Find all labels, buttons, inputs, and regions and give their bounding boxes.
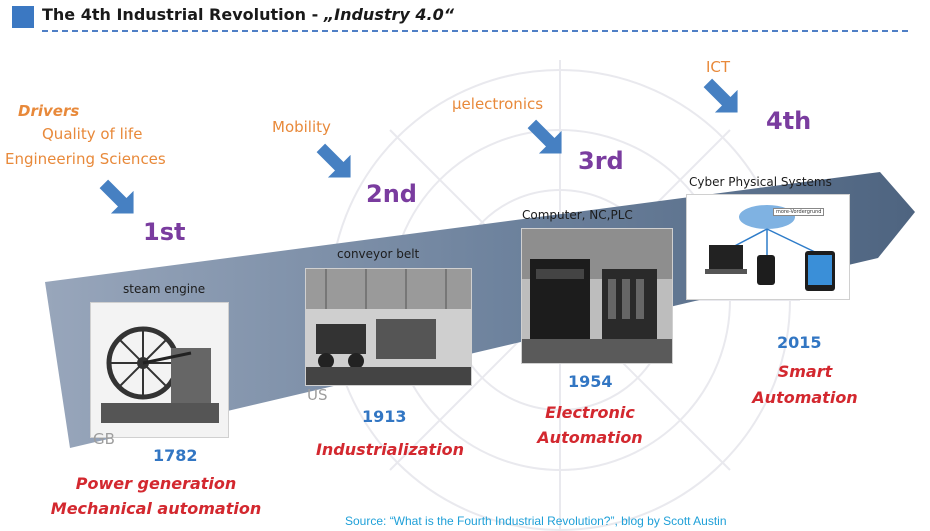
driver-microelectronics: µelectronics — [452, 95, 544, 113]
driver-line-1: Quality of life — [42, 125, 143, 143]
label-automation-4: Automation — [752, 388, 858, 407]
label-power-generation: Power generation — [75, 474, 237, 493]
ordinal-3rd: 3rd — [578, 147, 624, 175]
label-electronic: Electronic — [545, 403, 635, 422]
driver-arrow-1-icon — [99, 179, 134, 214]
caption-conveyor-belt: conveyor belt — [337, 247, 420, 261]
year-1782: 1782 — [153, 446, 198, 465]
cloud-label: more-Vordergrund — [773, 208, 825, 216]
header-divider — [42, 30, 908, 32]
driver-line-2: Engineering Sciences — [5, 150, 166, 168]
header-square-icon — [12, 6, 34, 28]
ordinal-1st: 1st — [143, 218, 186, 246]
year-1913: 1913 — [362, 407, 407, 426]
region-us: US — [307, 386, 328, 404]
driver-ict: ICT — [706, 58, 731, 76]
ordinal-2nd: 2nd — [366, 180, 417, 208]
conveyor-belt-image — [305, 268, 472, 386]
caption-computer-nc-plc: Computer, NC,PLC — [522, 208, 633, 222]
driver-arrow-3-icon — [527, 119, 562, 154]
driver-mobility: Mobility — [272, 118, 331, 136]
label-mechanical-automation: Mechanical automation — [50, 499, 262, 518]
label-automation-3: Automation — [537, 428, 643, 447]
driver-arrow-4-icon — [703, 78, 738, 113]
caption-steam-engine: steam engine — [123, 282, 206, 296]
region-gb: GB — [93, 430, 115, 448]
drivers-heading: Drivers — [18, 102, 80, 120]
label-industrialization: Industrialization — [315, 440, 465, 459]
computer-image — [521, 228, 673, 364]
year-2015: 2015 — [777, 333, 822, 352]
year-1954: 1954 — [568, 372, 613, 391]
source-citation: Source: “What is the Fourth Industrial R… — [345, 514, 727, 528]
cyber-physical-image — [686, 194, 850, 300]
label-smart: Smart — [777, 362, 833, 381]
caption-cyber-physical-systems: Cyber Physical Systems — [689, 175, 832, 189]
driver-arrow-2-icon — [316, 143, 351, 178]
steam-engine-image — [90, 302, 229, 438]
ordinal-4th: 4th — [766, 107, 812, 135]
page-title: The 4th Industrial Revolution - „Industr… — [42, 5, 455, 24]
